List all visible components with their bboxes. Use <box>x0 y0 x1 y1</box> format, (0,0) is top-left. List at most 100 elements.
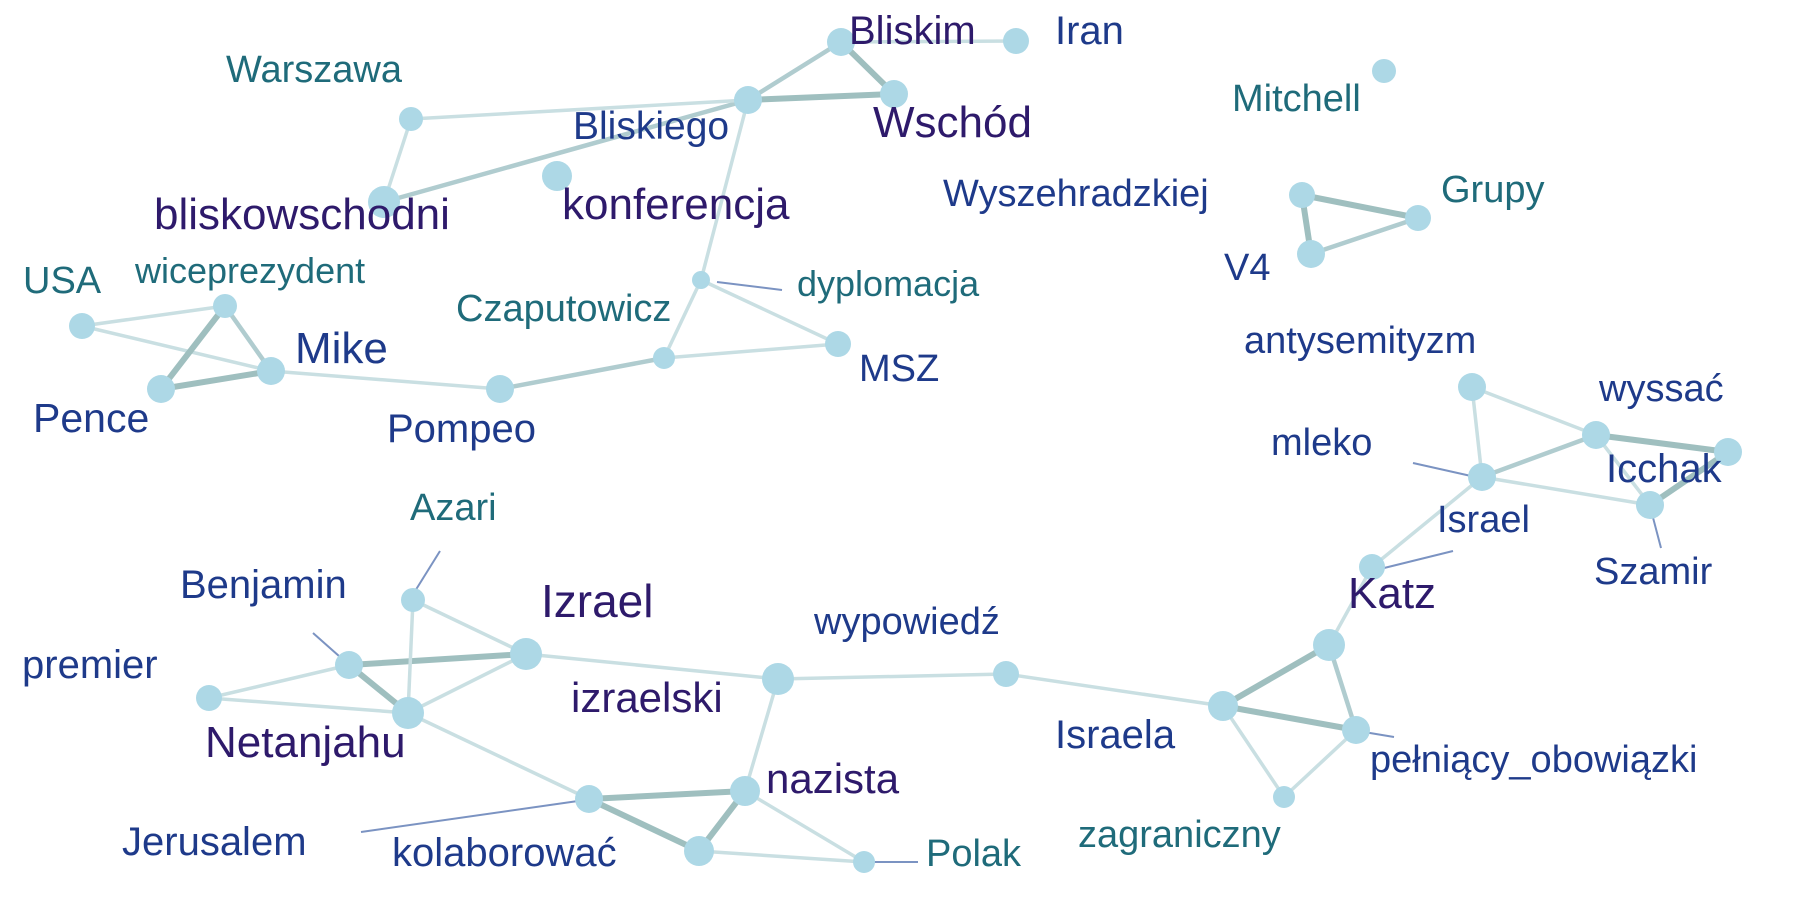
label-wyssac: wyssać <box>1598 368 1724 410</box>
node-Benjamin <box>335 651 363 679</box>
label-Iran: Iran <box>1055 9 1124 53</box>
edge-premier-Netanjahu <box>207 696 410 715</box>
edge-wiceprezydent-Pence <box>158 303 228 392</box>
label-Netanjahu: Netanjahu <box>205 718 406 767</box>
node-Wschod <box>880 80 908 108</box>
edge-kolaborowac-Polak <box>697 849 866 864</box>
node-wyssac <box>1582 421 1610 449</box>
edge-wyssac-Szamir <box>1594 433 1652 507</box>
leader-Israel <box>1375 550 1454 571</box>
label-Grupy: Grupy <box>1441 169 1544 211</box>
node-Izrael <box>510 638 542 670</box>
node-Katz <box>1313 629 1345 661</box>
label-antysemityzm: antysemityzm <box>1244 320 1476 362</box>
node-wypowiedz <box>993 661 1019 687</box>
edge-izraelski-nazista <box>743 677 780 793</box>
leader-Jerusalem <box>360 799 586 833</box>
label-Israel: Israel <box>1437 499 1530 541</box>
label-Katz: Katz <box>1348 569 1436 618</box>
node-Pence <box>147 375 175 403</box>
edge-dyplomacja-MSZ <box>699 278 840 346</box>
edge-nazista-Jerusalem <box>586 788 748 802</box>
label-Pence: Pence <box>33 395 149 441</box>
edge-Izrael-Azari <box>411 598 528 656</box>
label-Bliskim: Bliskim <box>849 9 976 53</box>
node-zagraniczny <box>1273 786 1295 808</box>
edge-Mike-USA <box>80 324 273 373</box>
leader-Azari <box>411 550 441 597</box>
node-mleko <box>1468 463 1496 491</box>
edge-Bliskim-Bliskiego <box>745 39 844 103</box>
node-Jerusalem <box>575 785 603 813</box>
edge-Mike-Pence <box>158 368 274 392</box>
node-nazista <box>730 776 760 806</box>
node-Bliskiego <box>734 86 762 114</box>
label-izraelski: izraelski <box>571 674 723 721</box>
edge-Pompeo-Mike <box>269 369 502 391</box>
edge-antysemityzm-mleko <box>1470 385 1484 479</box>
label-Azari: Azari <box>410 487 497 529</box>
label-Izrael: Izrael <box>541 575 653 627</box>
label-USA: USA <box>23 260 102 302</box>
edge-mleko-Szamir <box>1480 475 1652 507</box>
edge-USA-wiceprezydent <box>80 304 227 328</box>
label-konferencja: konferencja <box>562 180 790 229</box>
label-bliskowschodni: bliskowschodni <box>154 190 450 239</box>
label-wypowiedz: wypowiedź <box>813 601 1000 643</box>
label-Bliskiego: Bliskiego <box>573 105 729 148</box>
edge-izraelski-Izrael <box>524 652 780 681</box>
label-nazista: nazista <box>766 755 900 802</box>
node-Azari <box>401 588 425 612</box>
edge-Wyszehradzkiej-Grupy <box>1299 192 1421 221</box>
node-bliskowschodni <box>368 186 400 218</box>
node-Bliskim <box>827 28 855 56</box>
label-zagraniczny: zagraniczny <box>1078 814 1281 856</box>
edge-mleko-wyssac <box>1479 432 1599 480</box>
edge-Azari-Netanjahu <box>406 598 415 715</box>
node-Polak <box>853 851 875 873</box>
nodes <box>69 28 1742 873</box>
edge-dyplomacja-Czaputowicz <box>662 278 703 360</box>
label-Wschod: Wschód <box>873 98 1032 147</box>
label-mleko: mleko <box>1271 422 1372 464</box>
edge-Czaputowicz-MSZ <box>662 342 840 360</box>
label-Israela: Israela <box>1055 713 1176 757</box>
edge-nazista-Polak <box>743 789 866 864</box>
edge-kolaborowac-Jerusalem <box>586 796 702 854</box>
label-Szamir: Szamir <box>1594 551 1713 593</box>
edge-Izrael-Benjamin <box>346 651 529 668</box>
node-izraelski <box>762 663 794 695</box>
edge-Bliskiego-dyplomacja <box>699 98 750 282</box>
label-Warszawa: Warszawa <box>226 49 403 91</box>
node-Israel <box>1359 554 1385 580</box>
label-V4: V4 <box>1224 247 1270 289</box>
edge-Benjamin-premier <box>207 663 351 700</box>
edge-Bliskiego-Wschod <box>745 91 897 103</box>
label-premier: premier <box>22 643 158 687</box>
edge-Jerusalem-Netanjahu <box>406 711 591 801</box>
label-Czaputowicz: Czaputowicz <box>456 288 671 330</box>
label-Mitchell: Mitchell <box>1232 78 1361 120</box>
node-Icchak <box>1714 438 1742 466</box>
label-dyplomacja: dyplomacja <box>797 263 980 304</box>
edge-Israela-wypowiedz <box>1004 672 1225 708</box>
label-Wyszehradzkiej: Wyszehradzkiej <box>943 173 1209 215</box>
label-kolaborowac: kolaborować <box>392 831 617 875</box>
edge-antysemityzm-wyssac <box>1470 385 1598 437</box>
node-Mitchell <box>1372 59 1396 83</box>
label-MSZ: MSZ <box>859 348 939 390</box>
node-Wyszehradzkiej <box>1289 182 1315 208</box>
edge-Israela-zagraniczny <box>1221 704 1286 799</box>
leader-dyplomacja <box>716 281 783 291</box>
edge-zagraniczny-pelniacy <box>1282 728 1358 799</box>
node-Szamir <box>1636 491 1664 519</box>
node-pelniacy <box>1342 716 1370 744</box>
node-Iran <box>1003 28 1029 54</box>
edge-wypowiedz-izraelski <box>776 672 1008 681</box>
edge-Katz-Israela <box>1220 642 1332 709</box>
node-USA <box>69 313 95 339</box>
edge-Czaputowicz-Pompeo <box>497 355 667 392</box>
node-Warszawa <box>399 107 423 131</box>
label-wiceprezydent: wiceprezydent <box>134 250 365 291</box>
edge-Bliskiego-Warszawa <box>409 98 750 121</box>
